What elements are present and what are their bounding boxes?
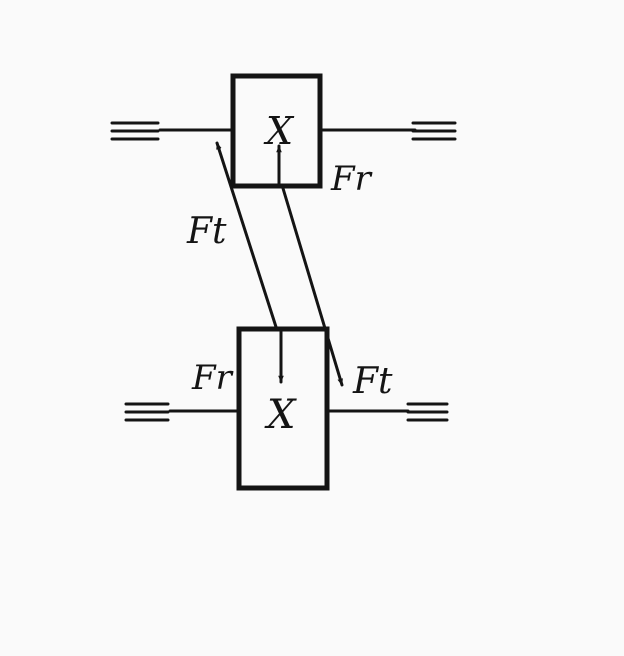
top-gear: X <box>230 73 323 189</box>
top-left-bearing-icon <box>110 121 160 141</box>
top-gear-box <box>230 73 323 189</box>
bottom-tangential-force-label: Ft <box>352 361 393 402</box>
top-right-bearing-icon <box>411 121 457 141</box>
bottom-left-bearing-icon <box>124 402 170 422</box>
bottom-gear: X <box>236 326 330 491</box>
top-tangential-force-arrow <box>215 141 279 332</box>
top-shaft <box>110 121 457 141</box>
bottom-tangential-force-arrow <box>280 183 344 387</box>
bottom-gear-box <box>236 326 330 491</box>
bottom-shaft <box>124 402 449 422</box>
top-tangential-force-label: Ft <box>186 211 227 252</box>
bottom-right-bearing-icon <box>406 402 449 422</box>
force-vectors <box>215 141 344 387</box>
bottom-radial-force-label: Fr <box>191 358 234 398</box>
top-radial-force-label: Fr <box>330 159 373 199</box>
bottom-gear-symbol: X <box>264 392 297 438</box>
